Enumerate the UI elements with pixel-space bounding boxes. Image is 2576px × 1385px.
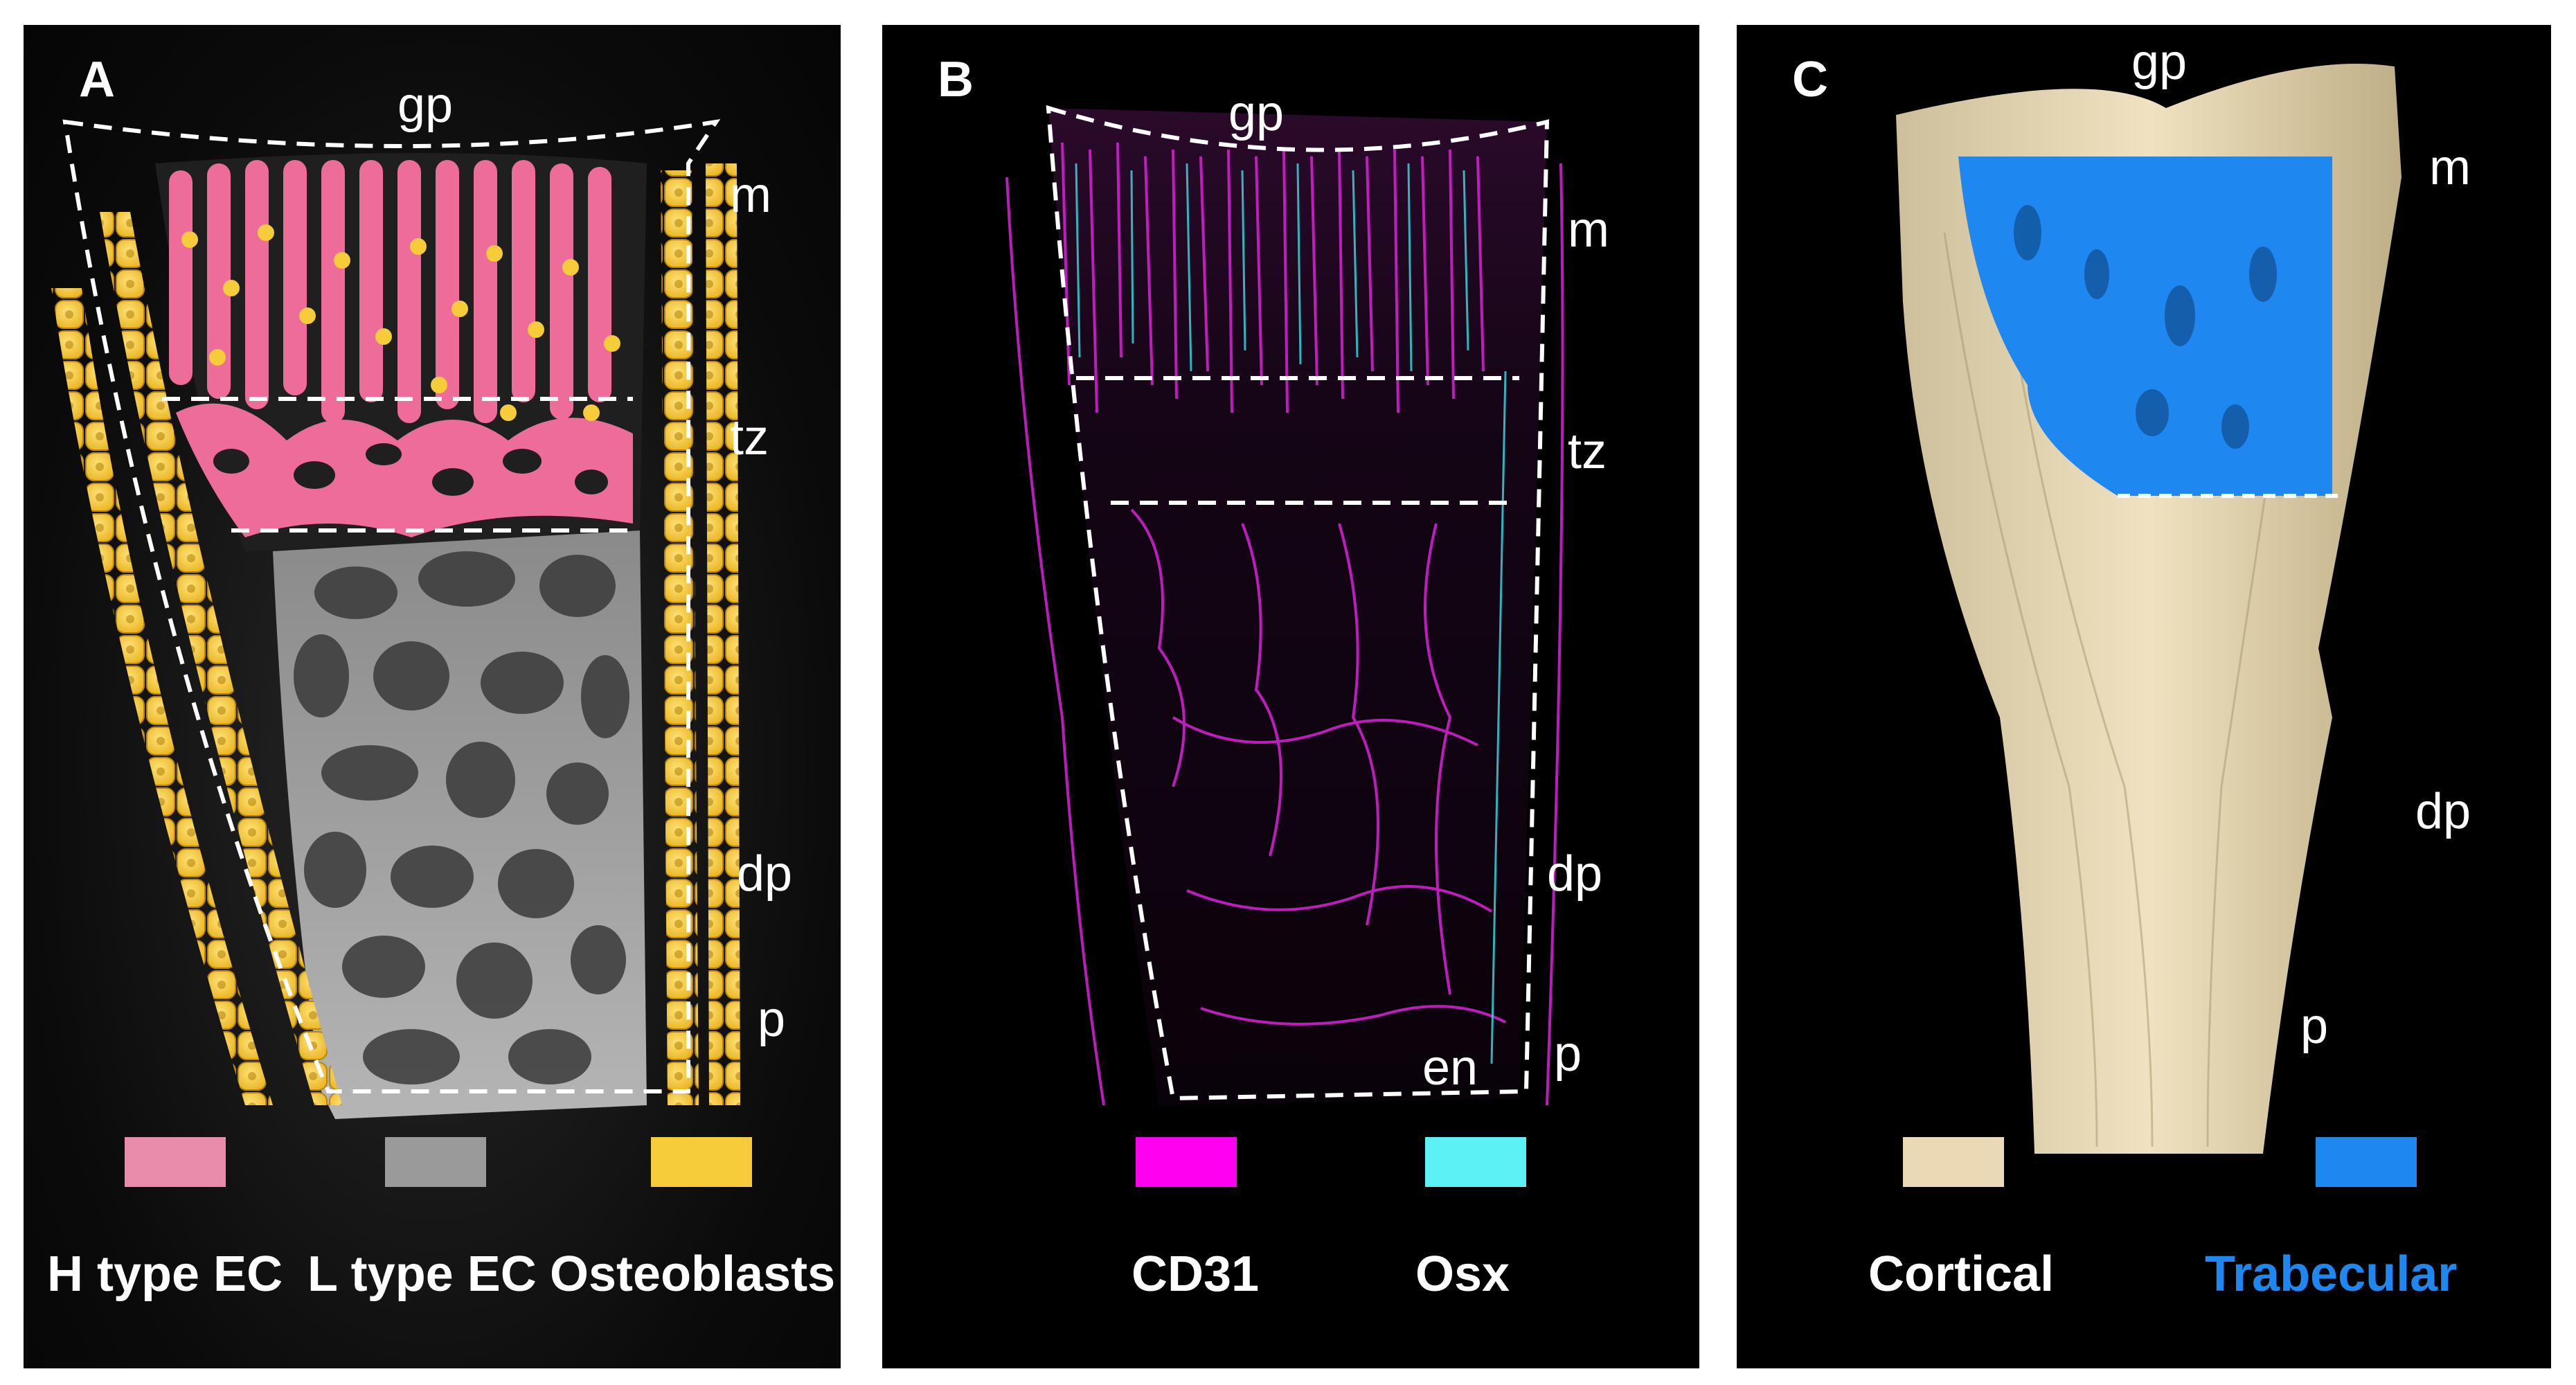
microct-reconstruction [1896,64,2401,1154]
panel-letter: A [79,52,115,107]
legend-label-cd31: CD31 [1132,1246,1260,1302]
panel-letter: C [1792,52,1828,107]
osx-signal [1075,163,1507,1064]
zone-label-p: p [1554,1026,1582,1082]
panel-c-microct: C gp m dp p Cortical Trabecular [1737,25,2551,1368]
legend-swatch-osx [1425,1137,1526,1187]
zone-outlines [1046,105,1550,1101]
l-type-ec-region [273,530,647,1119]
legend-swatch-cortical [1903,1137,2004,1187]
legend-label-osx: Osx [1415,1246,1510,1302]
legend-swatch-osteoblasts [651,1137,752,1187]
legend-label-h-type-ec: H type EC [47,1246,283,1302]
legend-label-osteoblasts: Osteoblasts [550,1246,836,1302]
panel-b-immunostaining: B gp m tz dp p en CD31 Osx [882,25,1699,1368]
zone-label-dp: dp [737,846,793,902]
bone-schematic-illustration [51,118,740,1119]
legend-swatch-cd31 [1136,1137,1237,1187]
legend-swatch-h-type-ec [125,1137,226,1187]
legend-swatch-trabecular [2316,1137,2417,1187]
h-type-ec-region [155,153,647,551]
panel-a-schematic: A gp m tz dp p H type EC L type EC Osteo… [24,25,841,1368]
legend-label-cortical: Cortical [1868,1246,2055,1302]
zone-label-m: m [1568,202,1609,258]
cd31-vessels [1005,142,1564,1106]
zone-label-tz: tz [1568,424,1607,479]
zone-label-gp: gp [1228,86,1285,141]
legend-label-trabecular: Trabecular [2205,1246,2458,1302]
zone-label-p: p [758,992,786,1047]
legend-label-l-type-ec: L type EC [307,1246,537,1302]
zone-label-m: m [2429,140,2471,195]
zone-label-m: m [730,168,771,223]
immunofluorescence-image [1005,105,1564,1106]
zone-label-gp: gp [2131,35,2188,90]
zone-label-dp: dp [2415,784,2471,839]
zone-label-tz: tz [730,410,769,465]
zone-label-dp: dp [1547,846,1603,902]
panel-letter: B [938,52,974,107]
zone-label-gp: gp [397,78,454,133]
legend-swatch-l-type-ec [385,1137,486,1187]
zone-outlines [62,118,721,1093]
zone-label-p: p [2300,999,2329,1054]
zone-label-en: en [1422,1040,1478,1096]
